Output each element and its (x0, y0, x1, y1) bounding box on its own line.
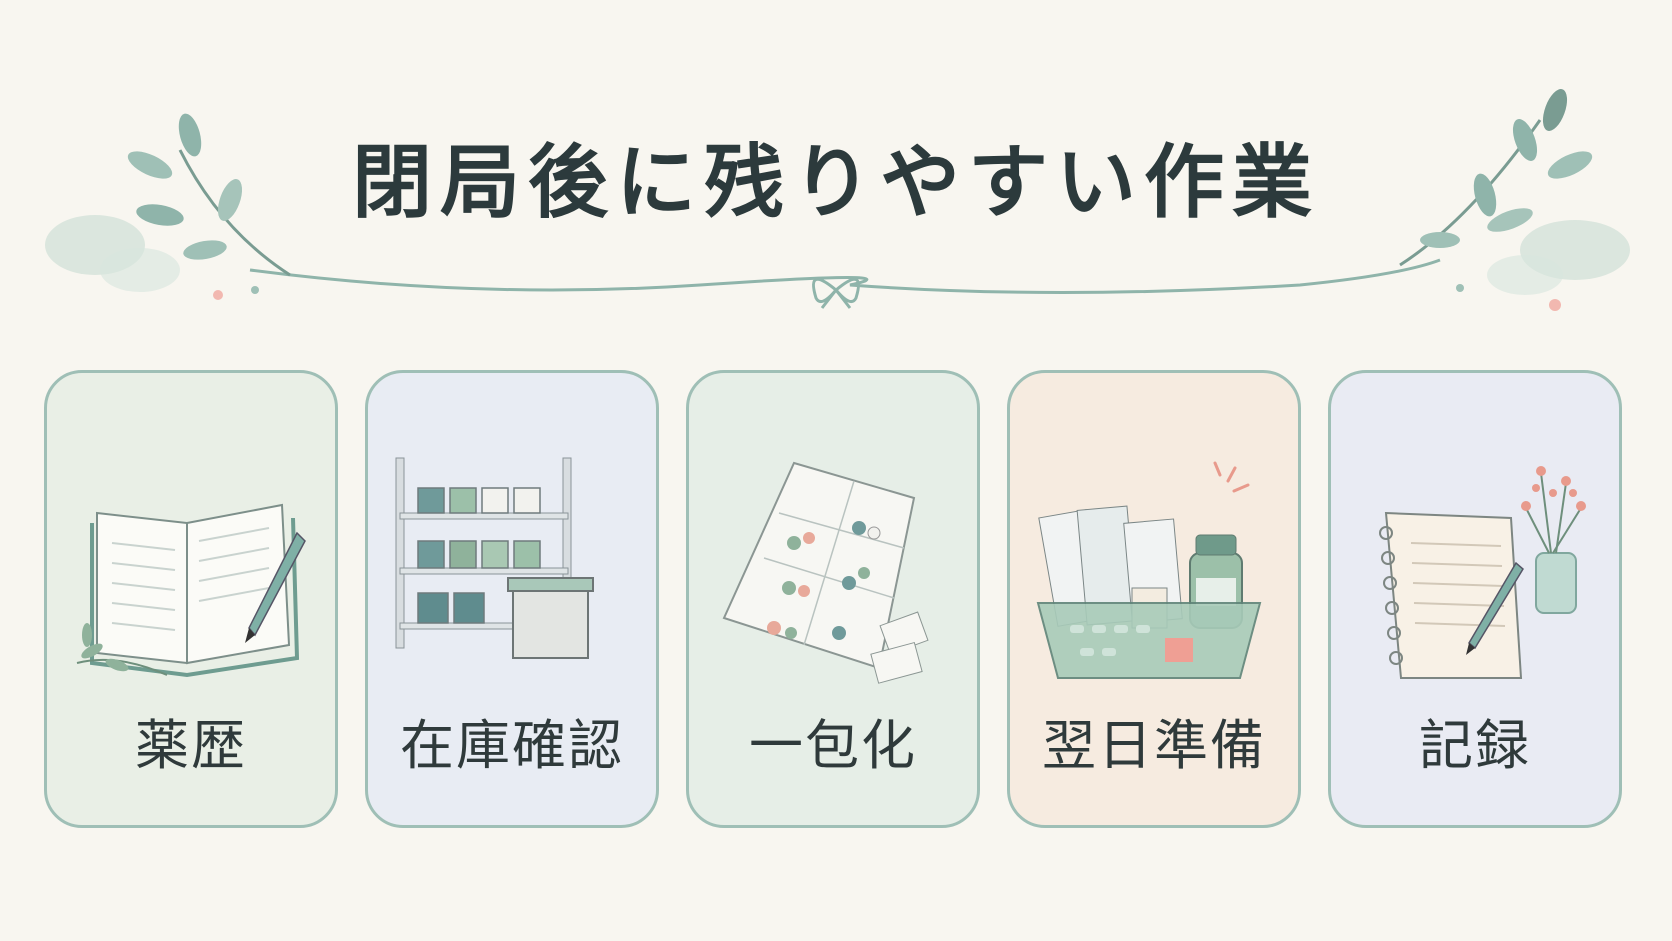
task-card-medication-history: 薬歴 (44, 370, 338, 828)
task-label: 在庫確認 (400, 714, 624, 777)
shelf-icon (395, 457, 594, 659)
task-label: 翌日準備 (1042, 714, 1266, 777)
task-label: 記録 (1419, 714, 1531, 777)
pill-packet-icon (722, 461, 929, 684)
notebook-icon (76, 503, 306, 678)
task-card-inventory-check: 在庫確認 (365, 370, 659, 828)
basket-icon (1036, 461, 1262, 679)
task-label: 薬歴 (135, 714, 247, 777)
page-title: 閉局後に残りやすい作業 (352, 136, 1320, 229)
notepad-icon (1379, 466, 1586, 679)
task-card-records: 記録 (1328, 370, 1622, 828)
task-card-next-day-prep: 翌日準備 (1007, 370, 1301, 828)
task-card-unit-dose: 一包化 (686, 370, 980, 828)
task-label: 一包化 (749, 714, 917, 777)
